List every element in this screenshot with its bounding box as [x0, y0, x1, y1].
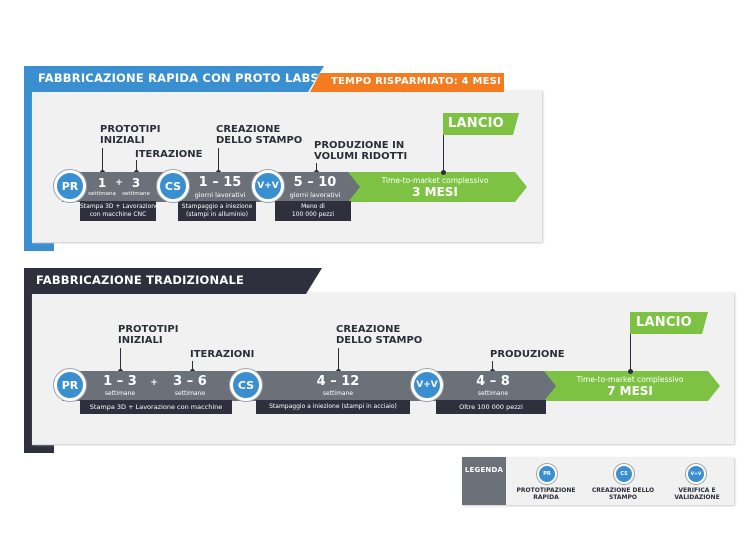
fast-frame-bottom [24, 243, 54, 251]
trad-content-bg [32, 292, 734, 444]
fast-launch-flag [443, 113, 519, 135]
trad-pr-circle: PR [54, 369, 86, 401]
trad-pin-iter [192, 361, 193, 374]
trad-launch-text: LANCIO [636, 315, 692, 330]
trad-sub2-box [256, 400, 410, 414]
trad-sub3-box [436, 400, 546, 414]
fast-u3: giorni lavorativi [194, 191, 246, 199]
trad-vv-circle: V+V [411, 369, 443, 401]
legend-title: LEGENDA [464, 466, 504, 474]
legend-pr-icon: PR [537, 464, 557, 484]
fast-n3: 1 – 15 [198, 175, 242, 190]
fast-sub3-box [275, 201, 351, 221]
fast-u1: settimana [88, 191, 116, 197]
fast-pin-prod [316, 163, 317, 176]
trad-pin-mold [338, 348, 339, 374]
fast-u2: settimane [122, 191, 150, 197]
fast-n2: 3 [131, 176, 141, 190]
fast-ttm-label: Time-to-market complessivo [381, 176, 489, 185]
legend-title-box [462, 457, 506, 505]
trad-n3: 4 – 12 [316, 374, 360, 389]
trad-sub2-text: Stampaggio a iniezione (stampi in acciai… [269, 403, 397, 410]
trad-sub1-text: Stampa 3D + Lavorazione con macchine [89, 403, 223, 411]
trad-ttm-value: 7 MESI [607, 384, 653, 398]
trad-n1: 1 – 3 [103, 374, 137, 389]
trad-ttm-bar [540, 371, 720, 401]
fast-header-bar [24, 66, 324, 92]
trad-title: FABBRICAZIONE TRADIZIONALE [36, 273, 245, 287]
fast-u4: giorni lavorativi [289, 191, 341, 199]
fast-ttm-bar [345, 172, 527, 202]
fast-plus: + [115, 178, 123, 188]
fast-title: FABBRICAZIONE RAPIDA CON PROTO LABS [38, 71, 320, 85]
fast-launch-text: LANCIO [448, 116, 504, 131]
trad-launch-flag [630, 312, 708, 334]
trad-sub1-box [80, 400, 232, 414]
legend-cs-icon: CS [614, 464, 634, 484]
fast-pr-circle: PR [54, 170, 86, 202]
trad-n4: 4 – 8 [476, 374, 510, 389]
trad-flag-dot [628, 369, 633, 374]
fast-label-iter: ITERAZIONE [135, 149, 203, 160]
fast-flag-pole [443, 113, 444, 173]
trad-u4: settimane [477, 390, 509, 397]
fast-sub2-box [178, 201, 256, 221]
fast-cs-circle: CS [157, 170, 189, 202]
fast-ttm-value: 3 MESI [412, 185, 458, 199]
fast-saved-tab [310, 73, 504, 92]
trad-cs-circle: CS [230, 369, 262, 401]
trad-u1: settimane [104, 390, 136, 397]
fast-frame-left [24, 66, 32, 251]
trad-u3: settimane [322, 390, 354, 397]
trad-sub3-text: Oltre 100 000 pezzi [459, 403, 523, 411]
trad-pin-proto [120, 348, 121, 374]
fast-pin-mold [218, 148, 219, 176]
fast-n4: 5 – 10 [293, 175, 337, 190]
fast-n1: 1 [97, 176, 107, 190]
trad-n2: 3 – 6 [173, 374, 207, 389]
trad-plus: + [150, 378, 158, 388]
fast-pin-proto [102, 148, 103, 176]
trad-u2: settimane [174, 390, 206, 397]
trad-header-bar [24, 268, 322, 294]
fast-vv-circle: V+V [252, 170, 284, 202]
fast-sub1-box [80, 201, 156, 221]
trad-frame-bottom [24, 445, 54, 453]
fast-sub2-text: Stampaggio a iniezione(stampi in allumin… [181, 203, 253, 218]
fast-timeline-bar [62, 172, 360, 202]
trad-flag-pole [630, 312, 631, 372]
trad-frame-left [24, 268, 32, 453]
fast-saved-text: TEMPO RISPARMIATO: 4 MESI [331, 76, 501, 87]
trad-label-iter: ITERAZIONI [190, 349, 255, 360]
trad-ttm-label: Time-to-market complessivo [576, 375, 684, 384]
fast-flag-dot [441, 170, 446, 175]
fast-pin-iter [136, 160, 137, 176]
trad-pin-prod [492, 361, 493, 374]
legend-vv-icon: V+V [686, 464, 706, 484]
trad-label-prod: PRODUZIONE [490, 349, 565, 360]
